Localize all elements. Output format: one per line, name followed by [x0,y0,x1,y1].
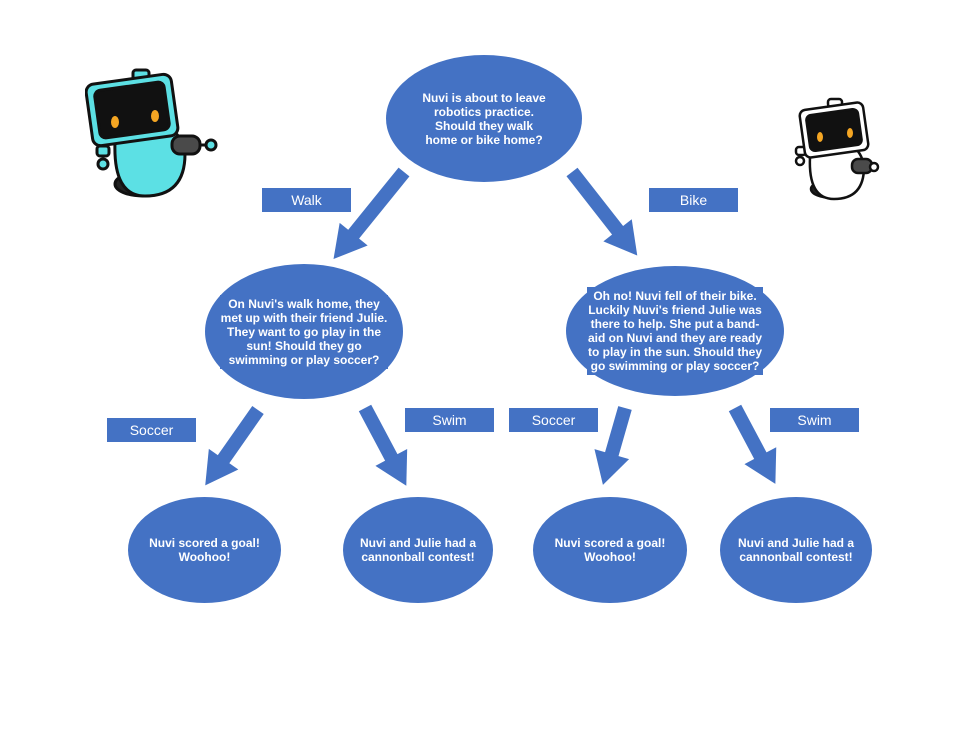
walk-soccer-result-text: Nuvi scored a goal! Woohoo! [149,536,260,564]
walk-question-text: On Nuvi's walk home, they met up with th… [220,294,388,369]
robot-white-icon [794,97,880,201]
walk-swim-result-node: Nuvi and Julie had a cannonball contest! [343,497,493,603]
root-node: Nuvi is about to leave robotics practice… [386,55,582,182]
bike-soccer-result-text: Nuvi scored a goal! Woohoo! [554,536,666,564]
walk-soccer-result-node: Nuvi scored a goal! Woohoo! [128,497,281,603]
walk-swim-result-text: Nuvi and Julie had a cannonball contest! [359,536,477,564]
bike-soccer-label: Soccer [509,408,598,432]
bike-label: Bike [649,188,738,212]
bike-soccer-result-node: Nuvi scored a goal! Woohoo! [533,497,687,603]
walk-soccer-label: Soccer [107,418,196,442]
arrow-root-to-bike [566,167,638,256]
root-node-text: Nuvi is about to leave robotics practice… [422,90,546,147]
walk-label: Walk [262,188,351,212]
bike-swim-result-text: Nuvi and Julie had a cannonball contest! [737,536,855,564]
arrow-walk-to-soccer [205,405,264,486]
arrow-bike-to-swim [728,404,777,484]
bike-swim-result-node: Nuvi and Julie had a cannonball contest! [720,497,872,603]
arrow-root-to-walk [333,167,410,260]
walk-swim-label: Swim [405,408,494,432]
bike-question-node: Oh no! Nuvi fell of their bike. Luckily … [566,266,784,396]
arrow-bike-to-soccer [594,406,632,485]
bike-question-text: Oh no! Nuvi fell of their bike. Luckily … [587,287,763,375]
walk-question-node: On Nuvi's walk home, they met up with th… [205,264,403,399]
robot-cyan-icon [85,68,218,198]
bike-swim-label: Swim [770,408,859,432]
arrow-walk-to-swim [358,404,408,486]
